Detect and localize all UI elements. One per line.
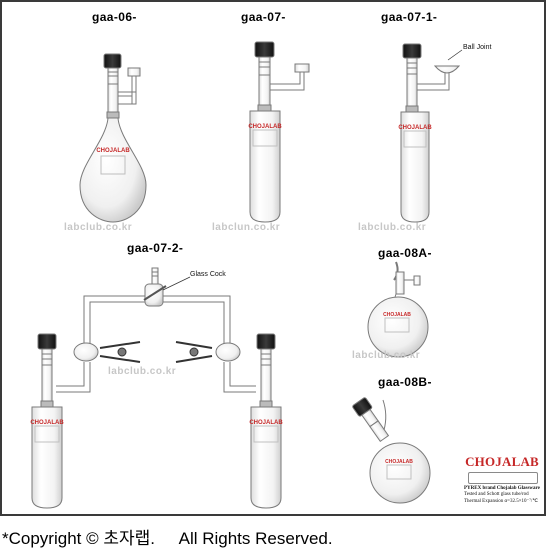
flask-logo-gaa-07-1: CHOJALAB: [398, 125, 432, 131]
model-label-gaa-07: gaa-07-: [241, 10, 286, 24]
annotation-ball-joint: Ball Joint: [463, 44, 492, 51]
glassware-illustrations: CHOJALAB CHOJALAB CHOJALAB: [30, 41, 463, 509]
brand-line-1: PYREX brand Chojalab Glassware: [464, 486, 540, 491]
annotation-glass-cock: Glass Cock: [190, 271, 226, 278]
model-label-gaa-08a: gaa-08A-: [378, 246, 432, 260]
flask-logo-gaa-07-2-left: CHOJALAB: [30, 420, 64, 426]
apparatus-gaa-07-2: [31, 267, 282, 509]
flask-logo-gaa-08b: CHOJALAB: [385, 459, 413, 465]
watermark-text: labclub.co.kr: [64, 222, 133, 233]
brand-name: CHOJALAB: [465, 454, 539, 469]
tube-gaa-07: [249, 41, 310, 223]
watermark-text: labclun.co.kr: [212, 222, 281, 233]
brand-logo-box: CHOJALAB PYREX brand Chojalab Glassware …: [464, 454, 540, 504]
copyright-notice: *Copyright © 초자랩. All Rights Reserved.: [2, 529, 333, 548]
flask-logo-gaa-07: CHOJALAB: [248, 124, 282, 130]
flask-logo-gaa-08a: CHOJALAB: [383, 312, 411, 318]
model-label-gaa-08b: gaa-08B-: [378, 375, 432, 389]
model-label-gaa-07-2: gaa-07-2-: [127, 241, 184, 255]
flask-logo-gaa-06: CHOJALAB: [96, 148, 130, 154]
flask-logo-gaa-07-2-right: CHOJALAB: [249, 420, 283, 426]
watermark-text: labclub.co.kr: [358, 222, 427, 233]
model-label-gaa-07-1: gaa-07-1-: [381, 10, 438, 24]
brand-line-2: Tested and Schott glass tube/rod: [464, 492, 529, 497]
flask-gaa-08a: [367, 261, 429, 358]
tube-gaa-07-1: [400, 43, 463, 223]
brand-line-3: Thermal Expansion α=32.5×10⁻⁷/℃: [464, 499, 538, 504]
model-label-gaa-06: gaa-06-: [92, 10, 137, 24]
watermark-text: labclub.co.kr: [352, 350, 421, 361]
watermark-text: labclub.co.kr: [108, 366, 177, 377]
flask-gaa-08b: [352, 397, 431, 504]
brand-rule-box: [468, 472, 538, 484]
flask-gaa-06: [79, 53, 147, 223]
